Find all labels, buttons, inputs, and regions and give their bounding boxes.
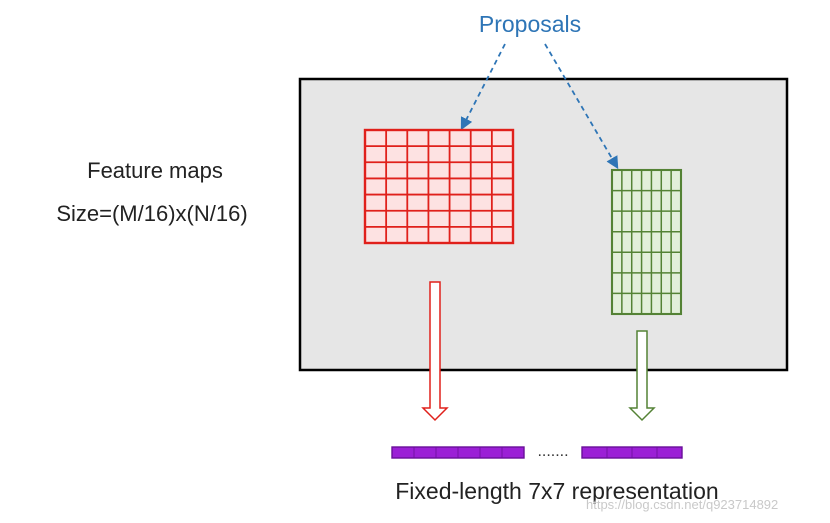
pooled-vector-left [391,446,525,459]
red-grid-border [363,128,515,245]
size-label: Size=(M/16)x(N/16) [56,201,247,226]
red-down-arrow [421,281,449,422]
green-down-arrow [628,330,656,422]
ellipsis-dots: ....... [537,443,568,460]
feature-maps-label: Feature maps [87,158,223,183]
proposals-label: Proposals [479,11,581,37]
fixed-length-label: Fixed-length 7x7 representation [395,478,718,504]
proposal-arrow-red [460,43,506,131]
watermark: https://blog.csdn.net/q923714892 [586,497,779,512]
red-proposal-grid [363,128,515,245]
green-proposal-grid [610,168,683,316]
pooled-vector-right [581,446,683,459]
proposal-arrow-green [544,43,619,170]
green-grid-border [610,168,683,316]
